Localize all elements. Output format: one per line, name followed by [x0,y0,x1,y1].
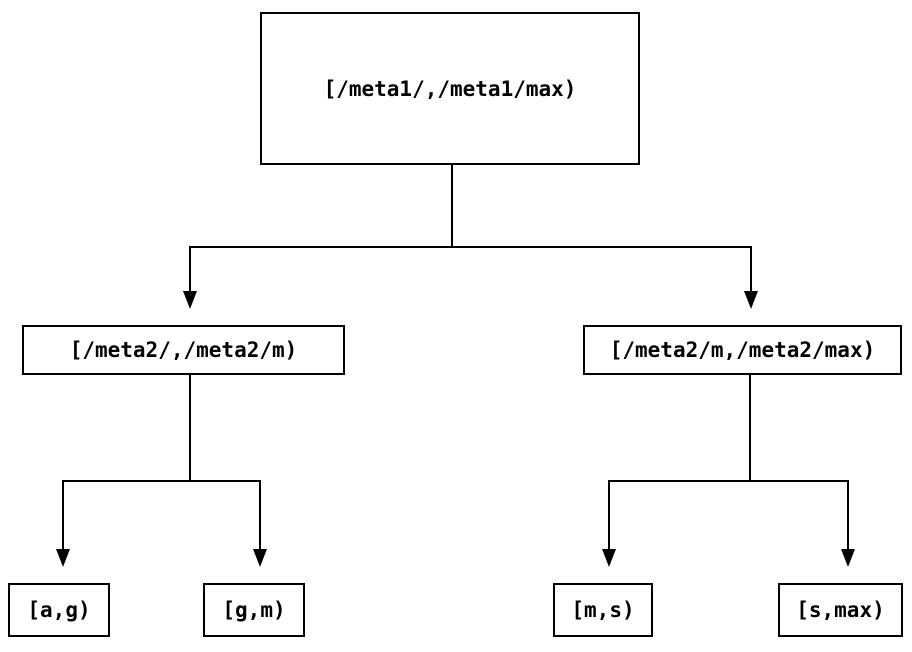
node-level1-right: [/meta2/m,/meta2/max) [583,325,902,375]
node-leaf-m-s: [m,s) [553,583,653,637]
arrow-down-icon [183,291,197,309]
node-leaf-s-max-label: [s,max) [796,598,885,622]
node-level1-right-label: [/meta2/m,/meta2/max) [609,338,876,362]
node-leaf-s-max: [s,max) [778,583,903,637]
node-leaf-a-g: [a,g) [8,583,110,637]
arrow-down-icon [56,549,70,567]
node-level1-left: [/meta2/,/meta2/m) [22,325,345,375]
node-leaf-m-s-label: [m,s) [571,598,635,622]
arrow-down-icon [602,549,616,567]
arrow-down-icon [744,291,758,309]
node-leaf-a-g-label: [a,g) [27,598,91,622]
node-leaf-g-m: [g,m) [203,583,305,637]
node-leaf-g-m-label: [g,m) [222,598,286,622]
arrow-down-icon [253,549,267,567]
arrow-down-icon [841,549,855,567]
node-level1-left-label: [/meta2/,/meta2/m) [69,338,298,362]
node-root-label: [/meta1/,/meta1/max) [323,76,577,101]
node-root: [/meta1/,/meta1/max) [260,12,640,165]
